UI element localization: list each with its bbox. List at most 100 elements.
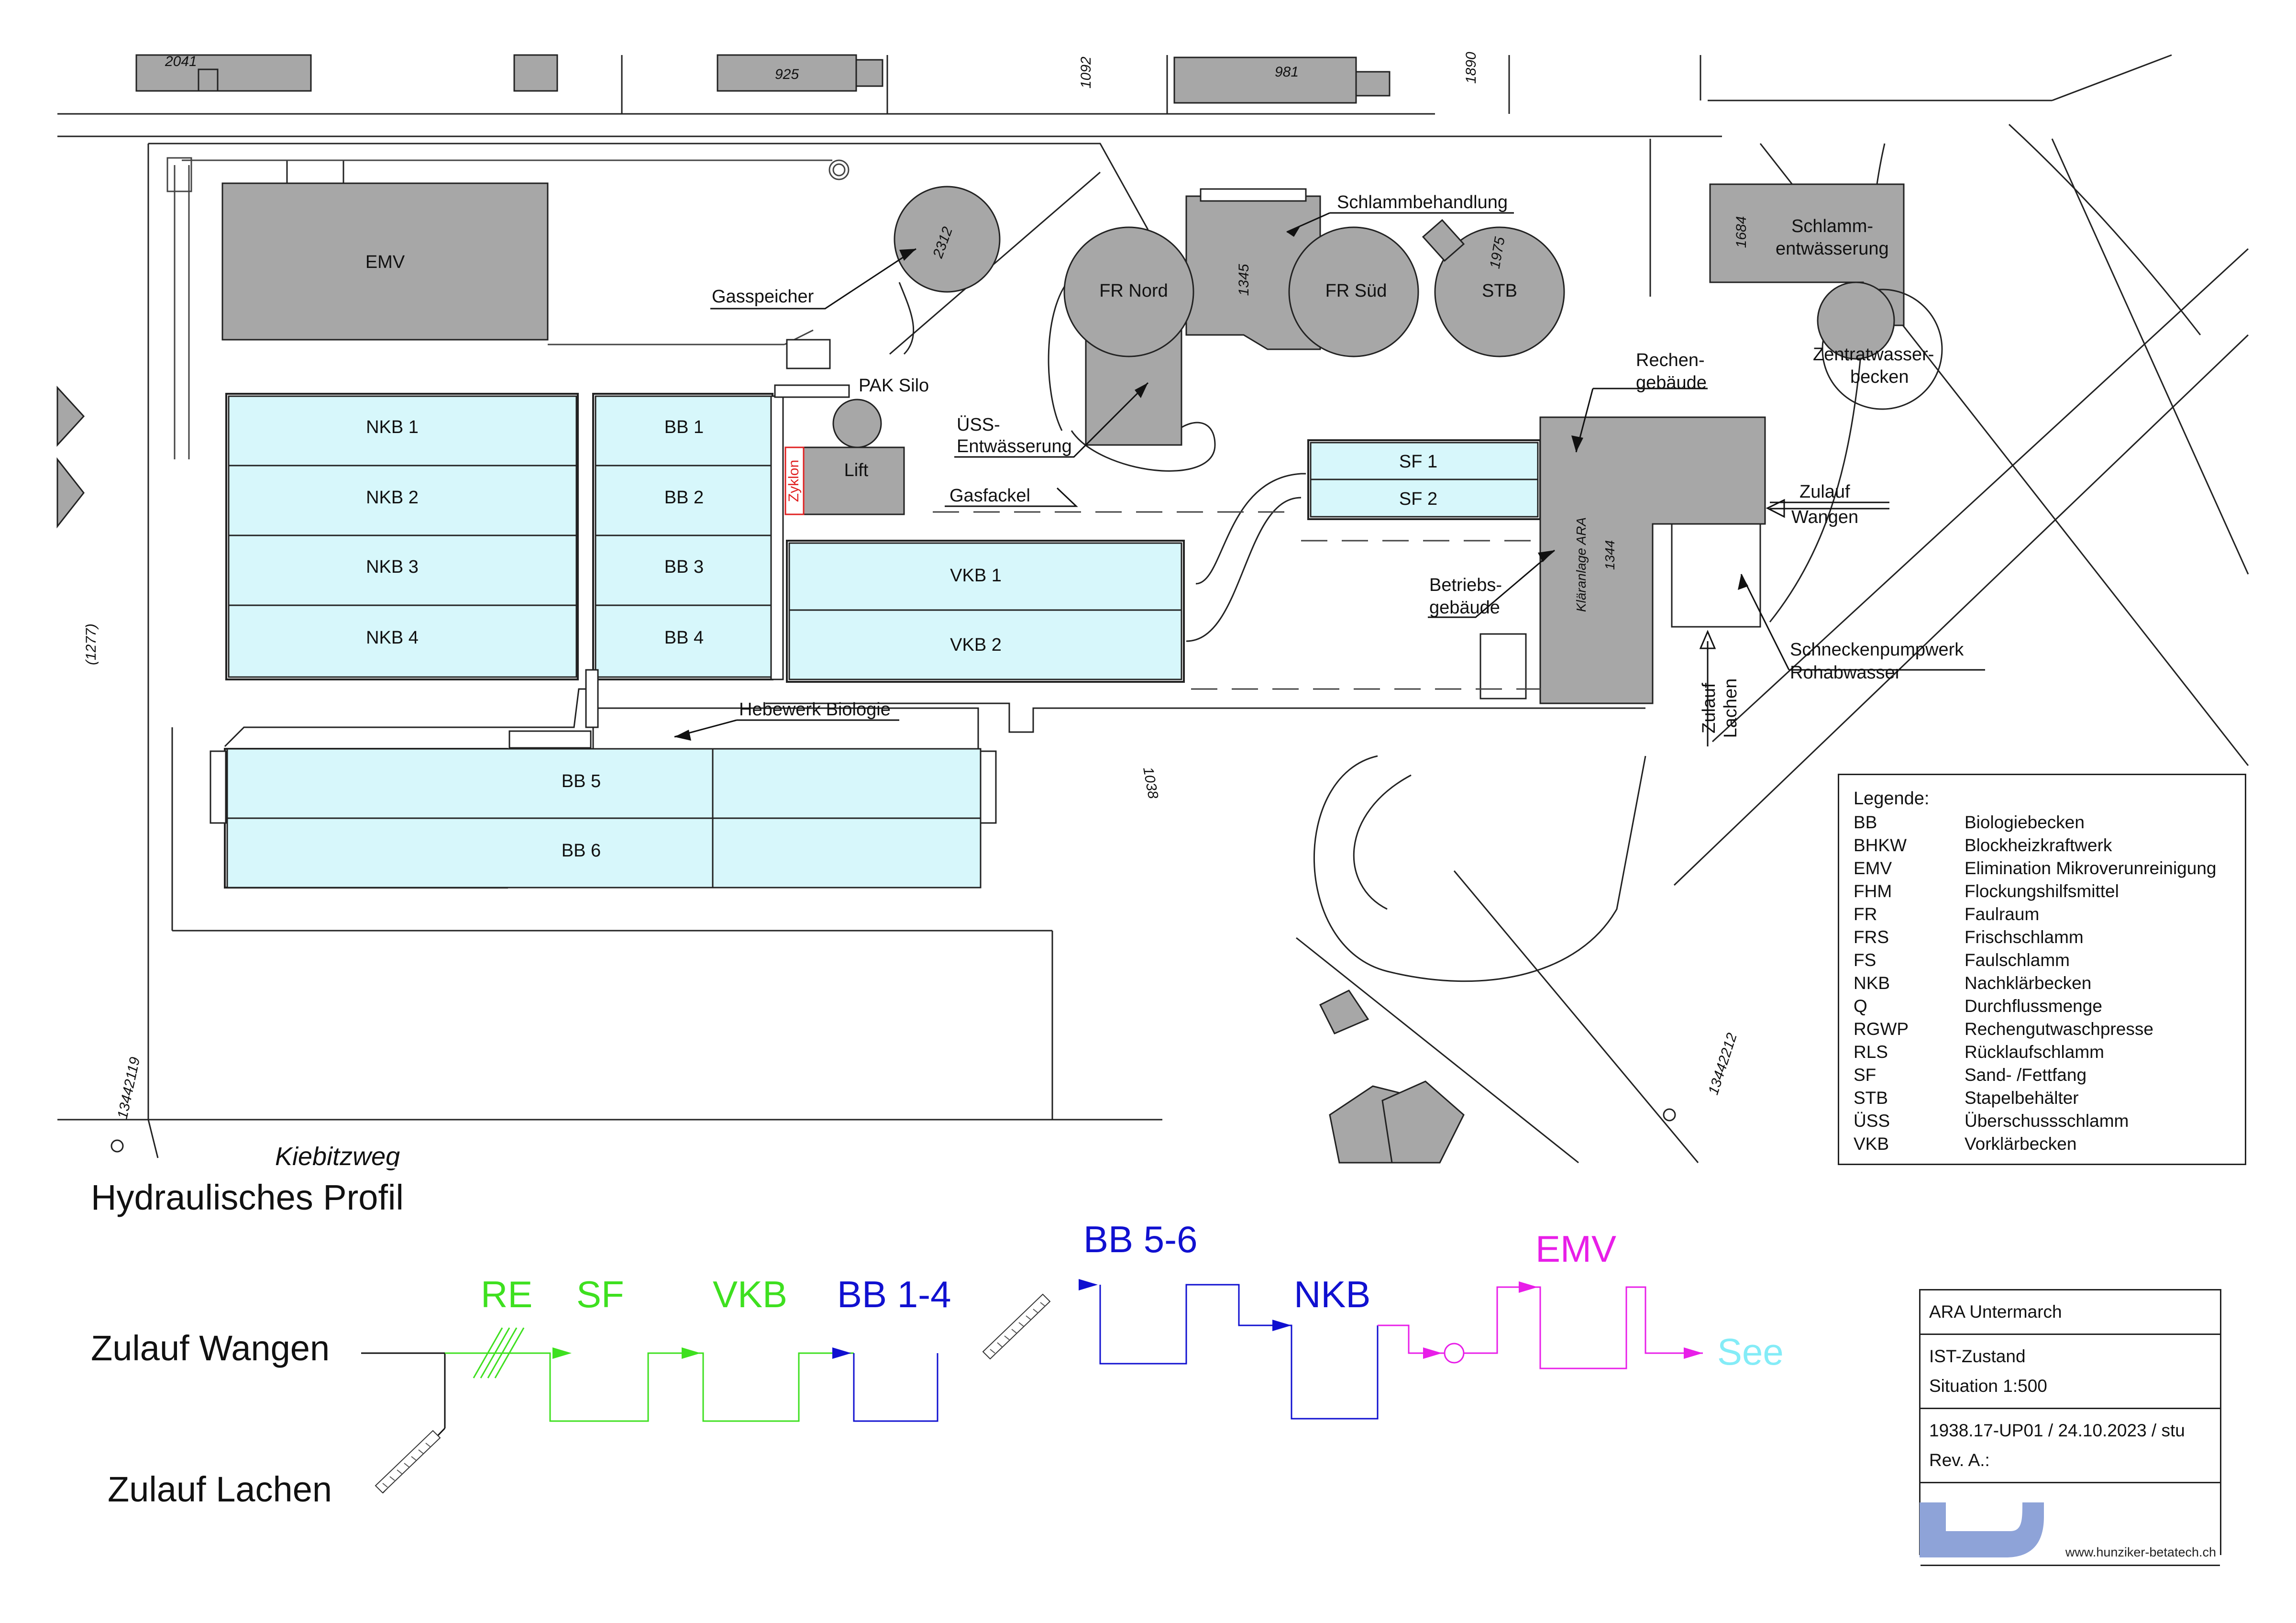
legend-abbr: STB <box>1854 1088 1888 1108</box>
callout-zentrat-2: becken <box>1850 367 1909 387</box>
legend-text: Blockheizkraftwerk <box>1965 835 2112 855</box>
legend-abbr: FRS <box>1854 927 1889 947</box>
basin-bb5: BB 5 <box>562 771 601 791</box>
callout-pak-silo: PAK Silo <box>859 376 929 396</box>
legend-abbr: RLS <box>1854 1042 1888 1062</box>
lift-building <box>803 446 905 515</box>
zyklon-label: Zyklon <box>786 460 802 502</box>
legend-abbr: BB <box>1854 812 1877 832</box>
callout-labels: Gasspeicher PAK Silo Schlammbehandlung S… <box>712 192 1964 720</box>
arrow-heads <box>674 225 1785 741</box>
rechengebaeude <box>1539 416 1766 704</box>
fr-nord-label: FR Nord <box>1099 281 1168 301</box>
legend-text: Überschussschlamm <box>1965 1111 2129 1131</box>
tb-number-row: 1938.17-UP01 / 24.10.2023 / stu Rev. A.: <box>1921 1408 2220 1482</box>
parcel-1890: 1890 <box>1463 52 1479 84</box>
basins-vkb <box>786 540 1185 683</box>
legend-text: Durchflussmenge <box>1965 996 2102 1016</box>
legend-text: Flockungshilfsmittel <box>1965 881 2119 901</box>
callout-hebewerk: Hebewerk Biologie <box>739 700 891 720</box>
basin-vkb1: VKB 1 <box>950 566 1002 586</box>
parcel-925: 925 <box>775 67 799 82</box>
basin-vkb2: VKB 2 <box>950 635 1002 655</box>
stage-emv: EMV <box>1535 1228 1617 1270</box>
zentratwasserbecken <box>1821 289 1943 410</box>
callout-uess-1: ÜSS- <box>957 415 1000 435</box>
legend-item: FRS Frischschlamm <box>1854 926 2230 949</box>
fr-sued-label: FR Süd <box>1325 281 1387 301</box>
legend-title: Legende: <box>1854 789 1930 809</box>
emv-label: EMV <box>365 252 405 272</box>
callout-gasspeicher: Gasspeicher <box>712 287 814 307</box>
sf-basins <box>1307 439 1541 520</box>
legend-abbr: NKB <box>1854 973 1890 993</box>
callout-zentrat-1: Zentratwasser- <box>1813 345 1934 365</box>
parcel-1277: (1277) <box>83 623 99 665</box>
parcel-1038: 1038 <box>1140 766 1161 800</box>
parcel-13442212: 13442212 <box>1705 1031 1740 1097</box>
basin-nkb2: NKB 2 <box>366 488 419 508</box>
legend-abbr: EMV <box>1854 858 1892 878</box>
basin-bb4: BB 4 <box>664 628 704 648</box>
callout-gasfackel: Gasfackel <box>949 486 1030 506</box>
basin-nkb4: NKB 4 <box>366 628 419 648</box>
legend-abbr: BHKW <box>1854 835 1907 855</box>
hydraulic-profile-title: Hydraulisches Profil <box>91 1178 404 1217</box>
legend-item: NKB Nachklärbecken <box>1854 972 2230 995</box>
stage-bb56: BB 5-6 <box>1083 1218 1198 1260</box>
callout-schlamm-1: Schlamm- <box>1791 216 1873 236</box>
street-kiebitzweg: Kiebitzweg <box>275 1142 400 1171</box>
legend-text: Rücklaufschlamm <box>1965 1042 2104 1062</box>
legend-text: Biologiebecken <box>1965 812 2085 832</box>
survey-point-2 <box>1663 1108 1676 1122</box>
schneckenpumpwerk <box>1671 523 1761 628</box>
legend-text: Vorklärbecken <box>1965 1134 2077 1154</box>
callout-zulauf-l-2: Lachen <box>1721 678 1741 738</box>
title-block: ARA Untermarch IST-Zustand Situation 1:5… <box>1919 1289 2221 1566</box>
callout-schlamm-2: entwässerung <box>1776 239 1889 259</box>
emv-annex <box>286 159 344 184</box>
callout-rechen-2: gebäude <box>1636 373 1707 393</box>
legend-abbr: SF <box>1854 1065 1877 1085</box>
basin-sf2: SF 2 <box>1399 489 1437 509</box>
parcel-1345: 1345 <box>1236 264 1252 296</box>
legend-text: Sand- /Fettfang <box>1965 1065 2087 1085</box>
callout-zulauf-w-1: Zulauf <box>1799 482 1850 502</box>
stage-sf: SF <box>576 1273 624 1315</box>
betriebsgebaeude-annex <box>1479 633 1527 700</box>
legend-abbr: FR <box>1854 904 1877 924</box>
parcel-13442119: 13442119 <box>115 1056 144 1121</box>
rechen-hatch <box>473 1327 525 1378</box>
south-buildings <box>1319 989 1465 1164</box>
screw-pump-hatch <box>382 1302 1046 1488</box>
callout-zulauf-w-2: Wangen <box>1791 507 1858 527</box>
lift-label: Lift <box>844 460 869 480</box>
emv-building <box>221 182 549 341</box>
parcel-981: 981 <box>1275 64 1299 80</box>
legend-text: Frischschlamm <box>1965 927 2084 947</box>
stage-re: RE <box>481 1273 533 1315</box>
basins-south <box>210 748 997 889</box>
left-neighbour-buildings <box>56 386 85 529</box>
pak-silo <box>832 399 882 448</box>
legend-text: Elimination Mikroverunreinigung <box>1965 858 2217 878</box>
gasspeicher-wall <box>898 282 915 355</box>
zyklon-box <box>784 446 805 515</box>
callout-betriebs-1: Betriebs- <box>1429 575 1502 595</box>
legend-abbr: RGWP <box>1854 1019 1909 1039</box>
parcel-2041: 2041 <box>165 54 197 69</box>
zentratwasserbecken-inner <box>1817 281 1895 360</box>
callout-betriebs-2: gebäude <box>1429 598 1500 618</box>
callout-schnecken-2: Rohabwasser <box>1790 663 1901 683</box>
legend-abbr: FS <box>1854 950 1877 970</box>
neighbour-buildings <box>135 54 1391 104</box>
tb-project-row: ARA Untermarch <box>1921 1289 2220 1334</box>
legend-item: RLS Rücklaufschlamm <box>1854 1041 2230 1064</box>
legend-text: Nachklärbecken <box>1965 973 2092 993</box>
